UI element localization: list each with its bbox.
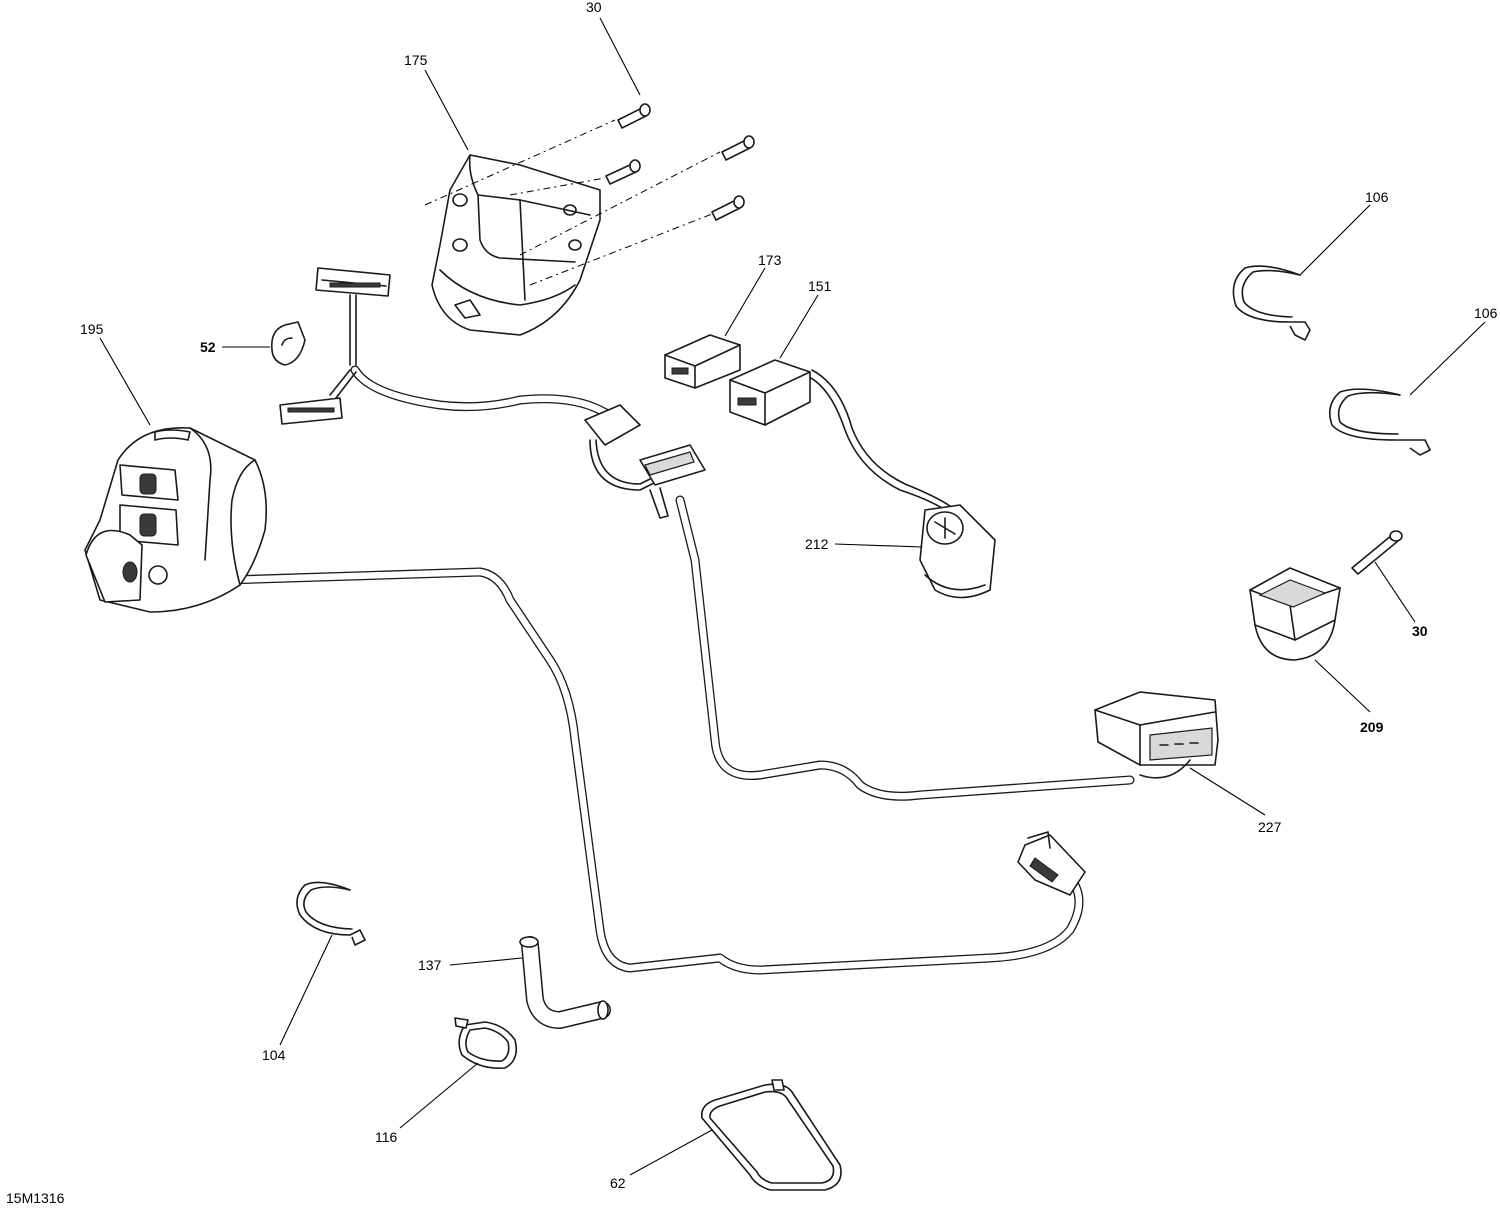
connector-bottom [1017,831,1086,896]
leader-lines [99,17,1486,1176]
callout-106-a: 106 [1365,189,1389,205]
connector-151 [729,359,811,426]
callout-151: 151 [808,278,832,294]
callout-209: 209 [1360,719,1384,735]
clip-104 [296,881,366,946]
switch-212 [919,504,996,599]
tube-137 [519,936,611,1029]
callout-62: 62 [610,1175,626,1191]
housing-cover-175 [431,154,601,336]
module-227 [1094,691,1219,779]
callout-212: 212 [805,536,829,552]
screw-30-top [605,103,755,221]
connector-top-female [315,267,391,297]
clip-106-a [1232,265,1311,341]
clip-52 [270,321,306,366]
screw-30-right [1351,530,1403,575]
gasket-62 [700,1079,842,1191]
grip-209 [1249,567,1341,661]
callout-106-b: 106 [1474,305,1498,321]
callout-175: 175 [404,52,428,68]
connector-center-pair [584,404,706,519]
callout-30-top: 30 [586,0,602,15]
callout-116: 116 [375,1129,398,1145]
callout-104: 104 [262,1047,286,1063]
callout-labels: 30 175 106 106 173 151 52 195 212 30 209… [6,0,1498,1206]
callout-227: 227 [1258,819,1282,835]
wiring-harness [223,294,1135,975]
connector-173 [664,334,741,389]
clip-106-b [1329,388,1431,456]
ring-116 [454,1017,518,1070]
callout-30-right: 30 [1412,623,1428,639]
alignment-lines [424,119,721,286]
callout-195: 195 [80,321,104,337]
callout-52: 52 [200,339,216,355]
diagram-reference-id: 15M1316 [6,1190,65,1206]
callout-173: 173 [758,252,782,268]
switch-housing-195 [84,426,268,613]
callout-137: 137 [418,957,442,973]
connector-top-male [279,397,343,425]
